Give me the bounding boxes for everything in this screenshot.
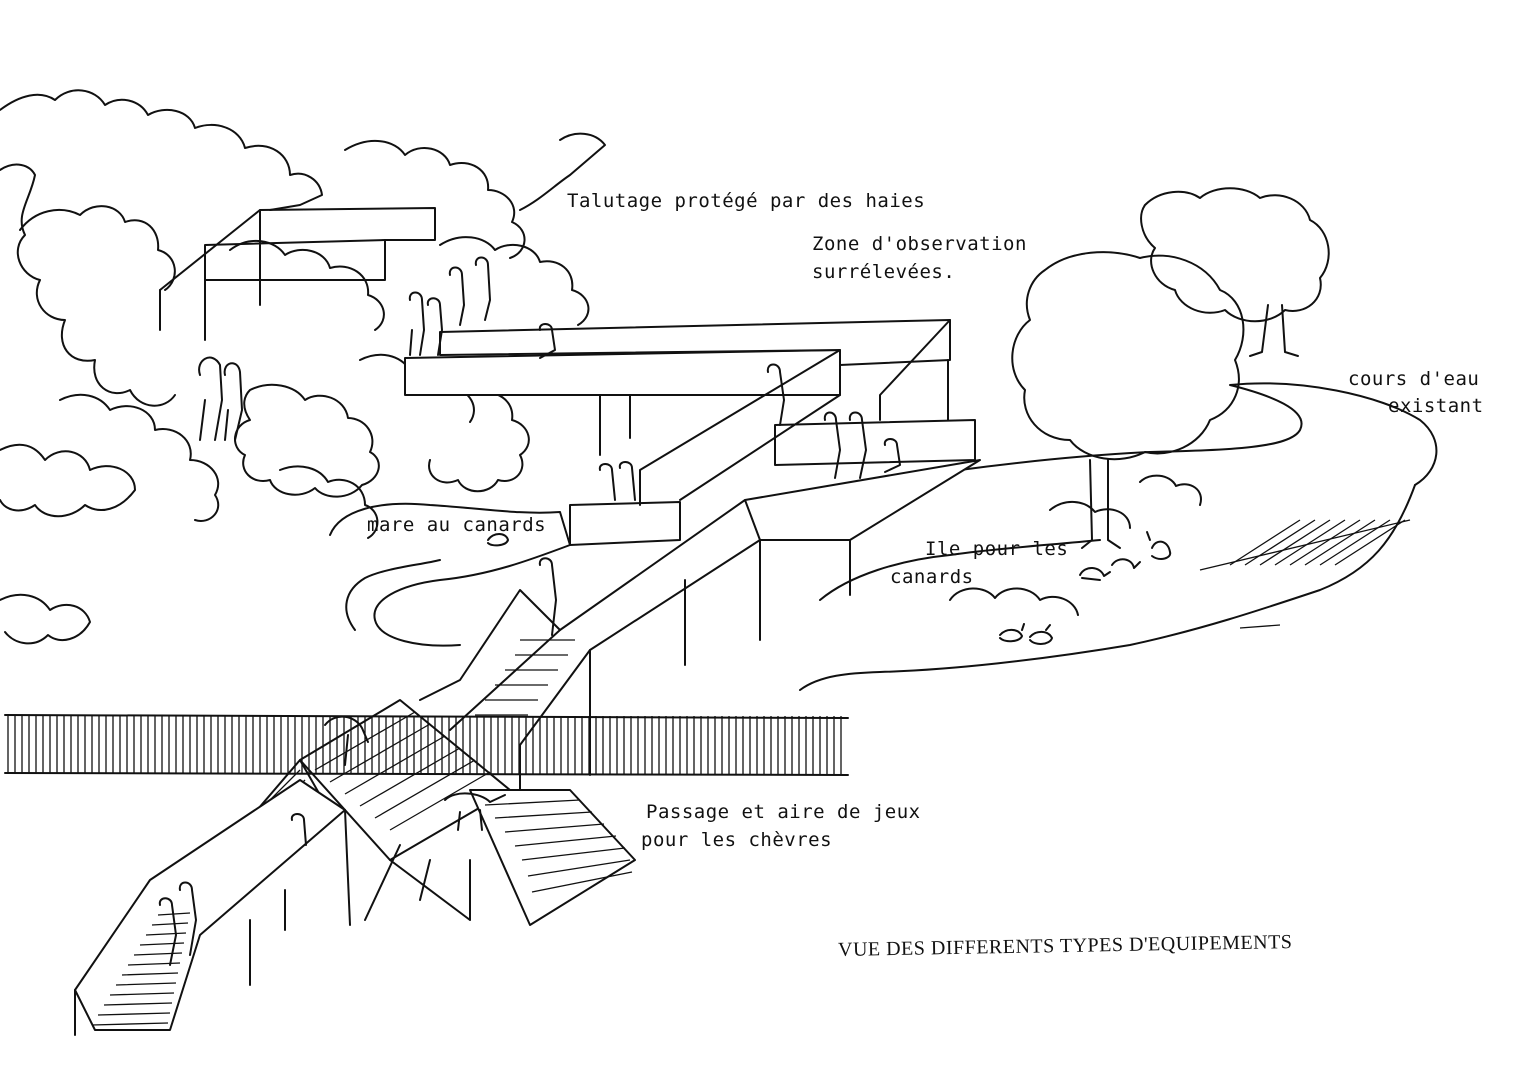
ducks	[487, 531, 1172, 645]
label-ile-1: Ile pour les	[925, 538, 1069, 560]
label-zone-observation-2: surrélevées.	[812, 261, 956, 283]
people	[158, 256, 901, 966]
label-talutage: Talutage protégé par des haies	[567, 190, 926, 212]
label-ile-2: canards	[890, 566, 974, 588]
lower-ramp	[74, 779, 346, 1036]
island-vegetation	[949, 474, 1202, 616]
stream	[799, 382, 1438, 691]
label-mare: mare au canards	[367, 514, 547, 536]
label-passage-1: Passage et aire de jeux	[646, 801, 921, 823]
duck-pond	[329, 502, 571, 647]
label-cours-eau-1: cours d'eau	[1348, 368, 1480, 390]
right-trees	[1011, 187, 1330, 549]
label-passage-2: pour les chèvres	[641, 829, 833, 851]
ramp-walkway	[419, 349, 981, 791]
label-cours-eau-2: existant	[1388, 395, 1484, 417]
label-zone-observation-1: Zone d'observation	[812, 233, 1027, 255]
fence	[4, 714, 849, 776]
